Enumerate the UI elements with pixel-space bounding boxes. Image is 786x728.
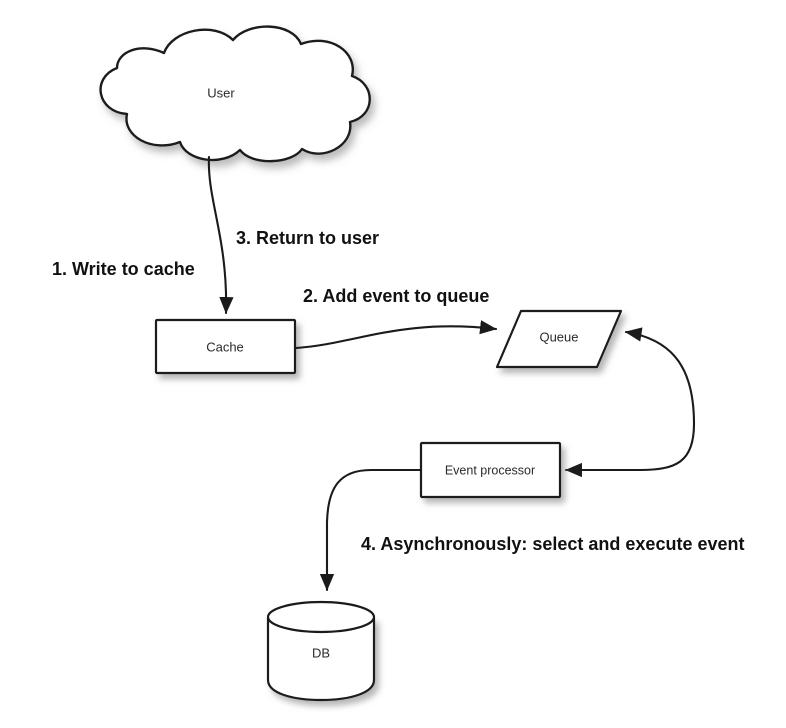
step-label-2: 2. Add event to queue xyxy=(303,286,489,306)
node-queue-label: Queue xyxy=(539,329,578,344)
node-db[interactable]: DB xyxy=(266,600,376,702)
node-queue[interactable]: Queue xyxy=(495,309,623,369)
edge-event-processor-to-db xyxy=(319,468,422,592)
node-event-processor[interactable]: Event processor xyxy=(419,441,562,499)
step-label-1: 1. Write to cache xyxy=(52,259,195,279)
step-label-3: 3. Return to user xyxy=(236,228,379,248)
node-event-processor-label: Event processor xyxy=(445,463,535,477)
edge-user-to-cache xyxy=(207,155,234,315)
node-cache-label: Cache xyxy=(206,339,244,354)
edge-queue-event-processor xyxy=(564,327,696,478)
node-cache[interactable]: Cache xyxy=(154,318,297,375)
step-label-4: 4. Asynchronously: select and execute ev… xyxy=(361,534,744,554)
edge-cache-to-queue xyxy=(294,320,498,350)
node-user[interactable]: User xyxy=(99,25,371,163)
node-db-label: DB xyxy=(312,645,330,660)
node-user-label: User xyxy=(207,85,235,100)
